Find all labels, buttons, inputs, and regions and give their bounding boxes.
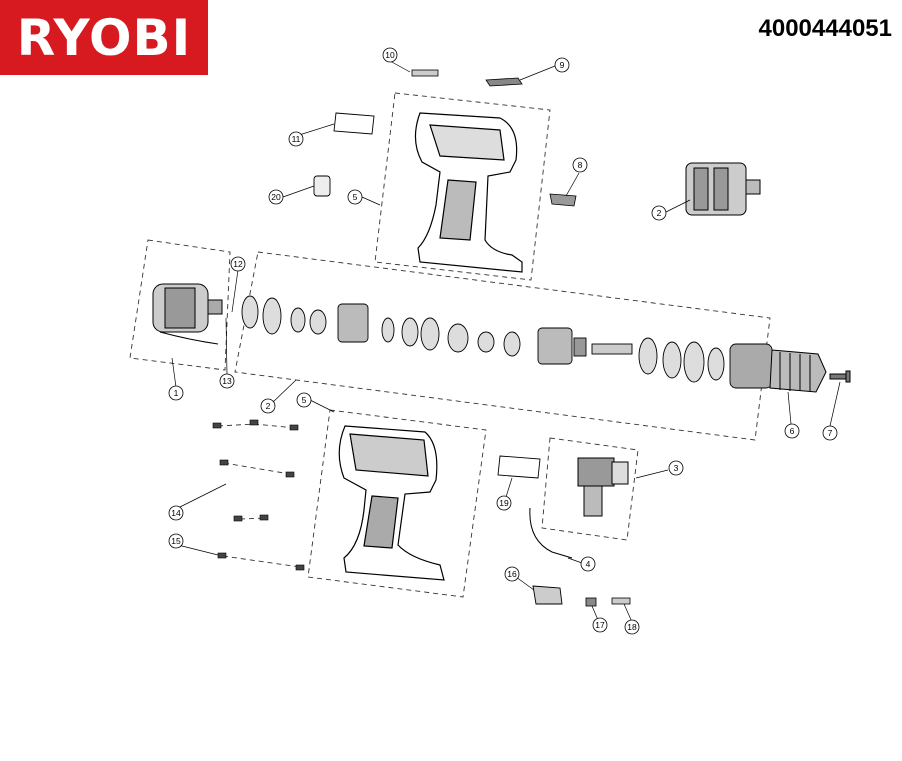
part-18-spring	[611, 597, 631, 605]
callout-label: 2	[266, 401, 271, 411]
leader-lines	[171, 60, 841, 623]
outline-gearbox	[234, 251, 771, 441]
screw-set-shapes	[212, 419, 305, 571]
gearbox-assembly-shape	[685, 162, 761, 216]
gear-stack-shapes	[241, 295, 773, 389]
callout-circles	[168, 47, 838, 635]
part-number: 4000444051	[758, 15, 892, 42]
part-8-bracket	[549, 193, 577, 207]
callout-label: 7	[828, 428, 833, 438]
callout-label: 20	[271, 192, 281, 202]
callout-label: 5	[353, 192, 358, 202]
lower-housing-shape	[338, 425, 445, 581]
callout-label: 16	[507, 569, 517, 579]
part-20-sleeve	[313, 175, 331, 197]
chuck-shape	[769, 349, 827, 393]
callout-label: 9	[560, 60, 565, 70]
callout-label: 14	[171, 508, 181, 518]
outline-lower-housing	[307, 409, 487, 598]
ryobi-logo: RYOBI	[0, 0, 208, 75]
part-17-clip	[585, 597, 597, 607]
outline-screws-mid	[223, 462, 291, 475]
part-16-plate	[532, 585, 563, 605]
callout-label: 12	[233, 259, 243, 269]
wire-shape-4	[529, 507, 573, 559]
callout-label: 15	[171, 536, 181, 546]
callout-label: 5	[302, 395, 307, 405]
callout-labels: 1 2 2 3 4 5 5 6 7 8 9 10 11 12 13 14 15 …	[171, 50, 832, 632]
callout-label: 19	[499, 498, 509, 508]
callout-label: 3	[674, 463, 679, 473]
upper-housing-shape	[414, 112, 523, 273]
part-19-label	[497, 455, 541, 479]
outline-screws-bottom	[222, 555, 301, 568]
callout-label: 10	[385, 50, 395, 60]
outline-upper-housing	[374, 92, 551, 281]
callout-label: 13	[222, 376, 232, 386]
callout-label: 2	[657, 208, 662, 218]
outline-motor	[129, 239, 231, 371]
screw-shape	[829, 370, 851, 383]
callout-label: 4	[586, 559, 591, 569]
callout-label: 8	[578, 160, 583, 170]
callout-label: 11	[292, 134, 301, 144]
switch-shape	[577, 457, 629, 517]
part-11-label	[333, 112, 375, 135]
callout-label: 1	[174, 388, 179, 398]
part-10-pin	[411, 69, 439, 77]
motor-shape	[152, 283, 223, 345]
callout-label: 18	[627, 622, 637, 632]
callout-label: 6	[790, 426, 795, 436]
logo-text: RYOBI	[16, 8, 192, 67]
callout-label: 17	[595, 620, 605, 630]
part-9-clip	[485, 77, 523, 87]
